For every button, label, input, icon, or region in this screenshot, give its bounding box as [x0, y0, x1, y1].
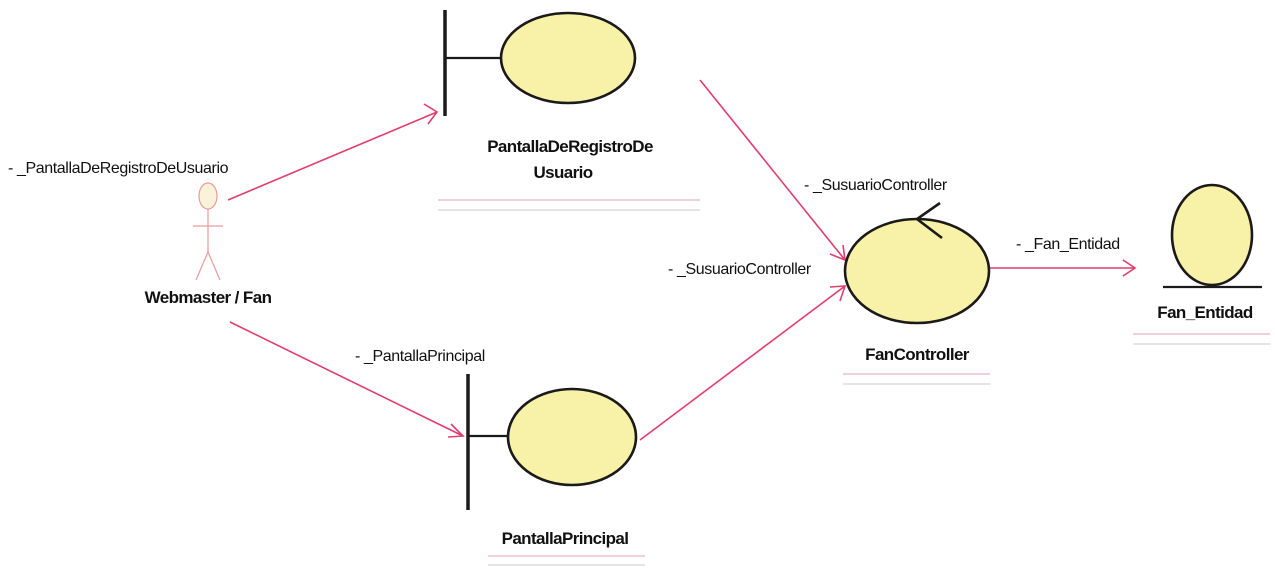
actor-name: Webmaster / Fan — [145, 288, 272, 307]
role-label-principal: - _PantallaPrincipal — [355, 348, 485, 365]
boundary-icon — [466, 374, 638, 510]
role-label-entidad: - _Fan_Entidad — [1016, 236, 1120, 253]
actor-stick-figure-icon — [193, 182, 223, 281]
controller-fan[interactable]: FanController — [843, 201, 991, 385]
entity-name: Fan_Entidad — [1157, 303, 1253, 322]
boundary-name: PantallaPrincipal — [502, 529, 629, 548]
association-actor-to-registro[interactable] — [227, 103, 439, 201]
entity-icon — [1163, 183, 1262, 289]
role-label-registro-controller: - _SusuarioController — [804, 177, 948, 194]
association-registro-to-controller[interactable] — [699, 79, 846, 262]
entity-fan-entidad[interactable]: Fan_Entidad — [1133, 183, 1270, 345]
boundary-name-line1: PantallaDeRegistroDe — [487, 137, 653, 156]
arrowhead-icon — [829, 285, 847, 302]
boundary-icon — [443, 10, 637, 116]
boundary-pantalla-registro[interactable]: PantallaDeRegistroDe Usuario — [438, 10, 700, 211]
actor-webmaster-fan[interactable]: Webmaster / Fan — [145, 182, 272, 307]
boundary-pantalla-principal[interactable]: PantallaPrincipal — [466, 374, 645, 566]
controller-name: FanController — [865, 345, 970, 364]
association-actor-to-principal[interactable] — [229, 321, 465, 438]
arrowhead-icon — [829, 244, 846, 262]
role-label-principal-controller: - _SusuarioController — [668, 261, 812, 278]
role-label-registro: - _PantallaDeRegistroDeUsuario — [8, 160, 229, 177]
controller-icon — [843, 201, 991, 325]
arrowhead-icon — [423, 103, 439, 125]
association-controller-to-entidad[interactable] — [990, 259, 1137, 277]
association-principal-to-controller[interactable] — [639, 285, 847, 441]
arrowhead-icon — [447, 423, 465, 438]
arrowhead-icon — [1122, 259, 1137, 277]
boundary-name-line2: Usuario — [533, 163, 592, 182]
